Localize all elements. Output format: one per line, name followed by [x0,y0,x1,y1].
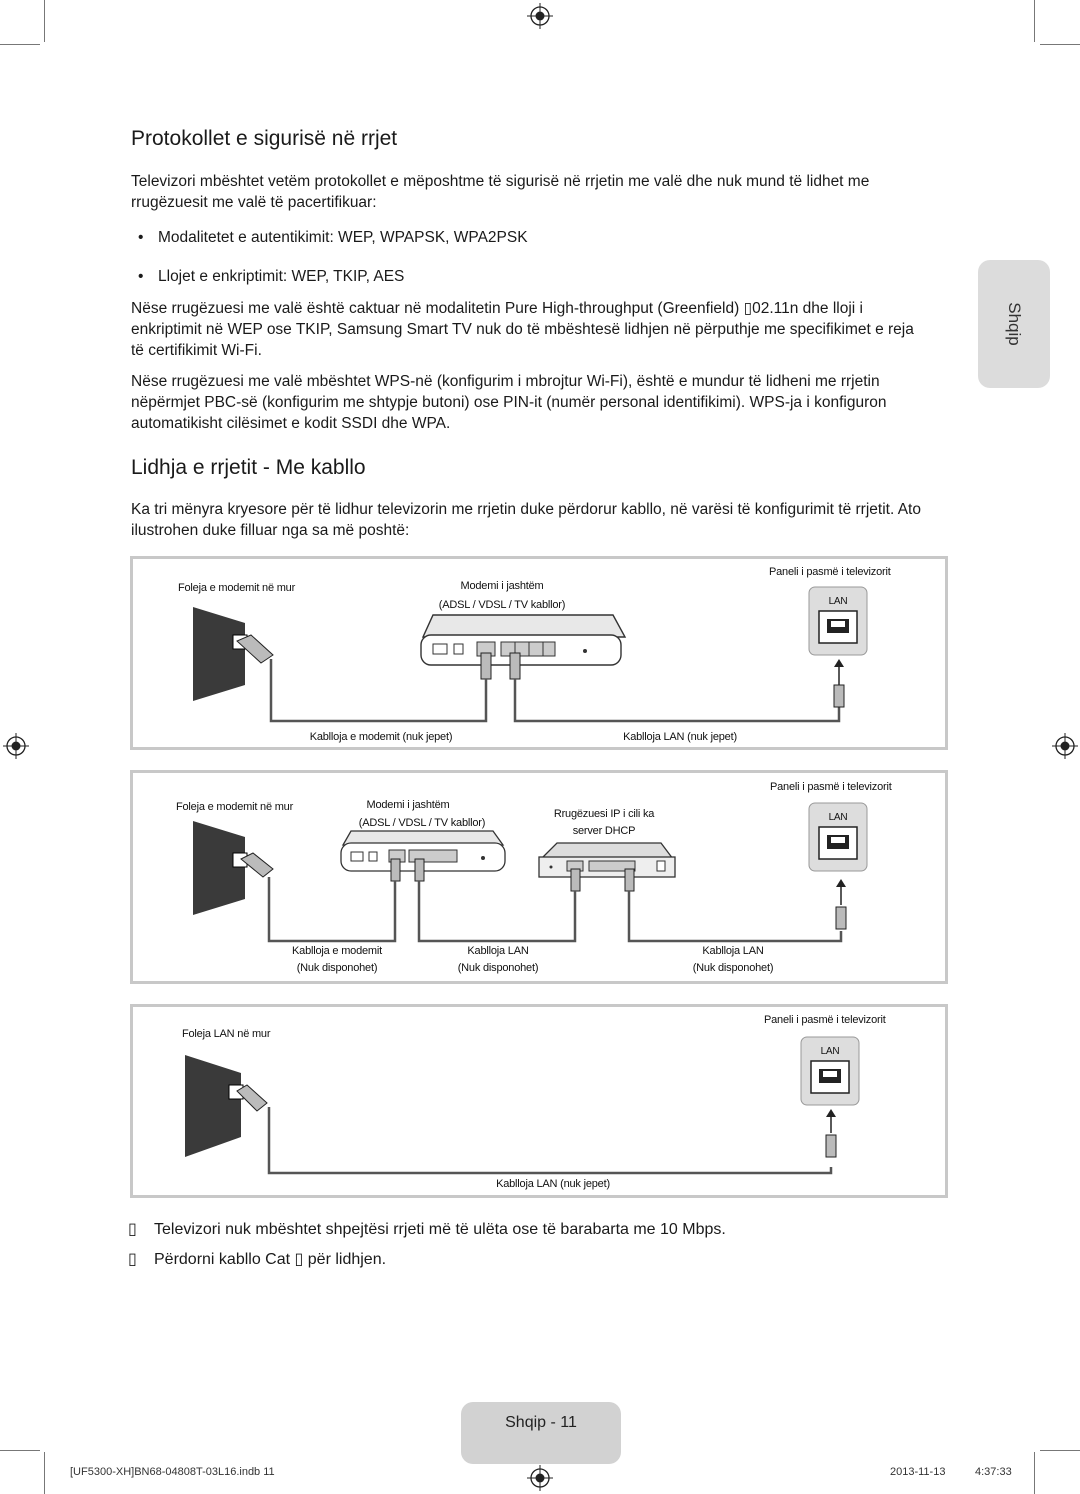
registration-target-icon [3,733,29,759]
section-title-wired: Lidhja e rrjetit - Me kabllo [131,456,366,479]
diagram-wall-lan-to-tv-art [185,1036,860,1175]
crop-mark [44,1452,45,1494]
wired-intro: Ka tri mënyra kryesore për të lidhur tel… [131,501,921,539]
section-title-security: Protokollet e sigurisë në rrjet [131,127,398,150]
crop-mark [1040,44,1080,45]
plug-icon [236,634,274,664]
tv-plug-icon [825,1134,837,1158]
crop-mark [1034,1452,1035,1494]
tv-panel-label: Paneli i pasmë i televizorit [769,566,891,578]
modem-cable-sublabel: (Nuk disponohet) [296,962,378,974]
note-marker: ▯ [128,1221,137,1238]
modem-cable-line [267,877,397,943]
modem-cable-label: Kablloja e modemit [292,945,382,957]
modem-sublabel: (ADSL / VDSL / TV kabllor) [358,817,486,829]
bullet-item: •Modalitetet e autentikimit: WEP, WPAPSK… [138,229,528,246]
lan-cable-line [627,891,843,943]
language-side-tab-label: Shqip [1005,302,1024,346]
lan-cable-sublabel: (Nuk disponohet) [457,962,539,974]
language-side-tab: Shqip [978,260,1050,388]
greenfield-paragraph: Nëse rrugëzuesi me valë është caktuar në… [131,300,914,359]
note-text: Përdorni kabllo Cat ▯ për lidhjen. [154,1251,387,1268]
note-text: Televizori nuk mbështet shpejtësi rrjeti… [154,1221,726,1238]
tv-panel-label: Paneli i pasmë i televizorit [770,781,892,793]
crop-mark [1040,1450,1080,1451]
router-label: Rrugëzuesi IP i cili ka [553,808,655,820]
wall-socket-label: Foleja e modemit në mur [178,582,296,594]
security-intro: Televizori mbështet vetëm protokollet e … [131,173,870,211]
crop-mark [44,0,45,42]
modem-cable-line [269,659,488,723]
note-item: ▯ Televizori nuk mbështet shpejtësi rrjet… [128,1219,726,1241]
lan-cable-line [513,679,841,723]
bullet-item: •Llojet e enkriptimit: WEP, TKIP, AES [138,268,405,285]
wall-icon [185,1055,241,1157]
lan-cable-line [267,1107,833,1175]
registration-target-icon [1052,733,1078,759]
router-plug-icon [624,868,635,892]
lan-port-label: LAN [828,812,848,823]
lan-cable-label: Kablloja LAN (nuk jepet) [496,1178,610,1190]
print-file-name: [UF5300-XH]BN68-04808T-03L16.indb 11 [70,1466,275,1478]
print-time: 4:37:33 [975,1466,1012,1478]
lan-plug-icon [414,858,425,882]
diagram-wall-lan-to-tv: Foleja LAN në mur Paneli i pasmë i telev… [130,1004,948,1198]
router-plug-icon [570,868,581,892]
lan-plug-icon [509,652,521,680]
registration-target-icon [527,1465,553,1491]
diagram-modem-router-tv-art [193,802,868,943]
plug-icon [236,1084,268,1112]
lan-port-label: LAN [828,596,848,607]
lan-cable-label: Kablloja LAN [702,945,764,957]
wall-icon [193,821,245,915]
wps-paragraph: Nëse rrugëzuesi me valë mbështet WPS-në … [131,373,887,432]
crop-mark [1034,0,1035,42]
router-sublabel: server DHCP [572,825,636,837]
modem-top-icon [421,614,627,638]
modem-cable-label: Kablloja e modemit (nuk jepet) [309,731,453,743]
modem-label: Modemi i jashtëm [460,580,544,592]
diagram-modem-router-tv: Foleja e modemit në mur Modemi i jashtëm… [130,770,948,984]
lan-cable-label: Kablloja LAN (nuk jepet) [623,731,737,743]
note-item: ▯ Përdorni kabllo Cat ▯ për lidhjen. [128,1249,386,1271]
wall-socket-label: Foleja e modemit në mur [176,801,294,813]
note-marker: ▯ [128,1251,137,1268]
registration-target-icon [527,3,553,29]
lan-cable-line [417,881,577,943]
bullet-text: Modalitetet e autentikimit: WEP, WPAPSK,… [158,229,528,246]
lan-port-icon [810,1060,850,1094]
page-number-pill: Shqip - 11 [461,1402,621,1464]
wall-icon [193,607,245,701]
modem-label: Modemi i jashtëm [366,799,450,811]
modem-plug-icon [480,652,492,680]
wall-lan-socket-label: Foleja LAN në mur [182,1028,271,1040]
lan-port-label: LAN [820,1046,840,1057]
tv-panel-label: Paneli i pasmë i televizorit [764,1014,886,1026]
plug-icon [240,852,274,878]
diagram-modem-to-tv: Foleja e modemit në mur Modemi i jashtëm… [130,556,948,750]
crop-mark [0,1450,40,1451]
tv-plug-icon [833,684,845,708]
modem-sublabel: (ADSL / VDSL / TV kabllor) [438,599,566,611]
tv-plug-icon [835,906,847,930]
crop-mark [0,44,40,45]
page-number-label: Shqip - 11 [505,1414,577,1431]
lan-cable-sublabel: (Nuk disponohet) [692,962,774,974]
modem-plug-icon [390,858,401,882]
diagram-modem-to-tv-art [193,586,868,723]
bullet-text: Llojet e enkriptimit: WEP, TKIP, AES [158,268,405,285]
lan-cable-label: Kablloja LAN [467,945,529,957]
print-date: 2013-11-13 [890,1466,946,1478]
